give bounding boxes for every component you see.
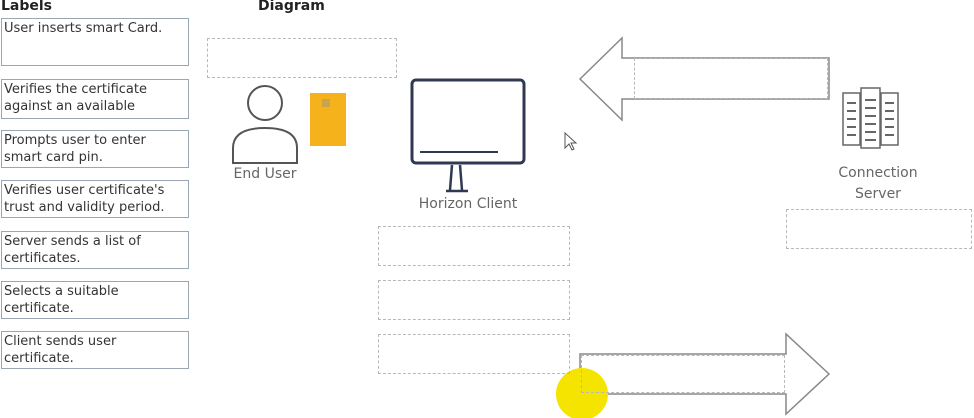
labels-heading: Labels [1,0,53,14]
drop-target-client-2[interactable] [378,280,570,320]
label-item[interactable]: Selects a suitable certificate. [1,281,189,319]
connection-server-label: Connection Server [838,165,918,202]
label-item[interactable]: Verifies user certificate's trust and va… [1,180,189,218]
label-item[interactable]: Server sends a list of certificates. [1,231,189,269]
monitor-icon [410,78,526,193]
label-item[interactable]: Client sends user certificate. [1,331,189,369]
label-item[interactable]: Verifies the certificate against an avai… [1,79,189,119]
right-arrow-icon [579,332,831,416]
mouse-cursor-icon [564,131,578,151]
drop-target-server-to-client-arrow[interactable] [634,58,828,99]
drop-target-client-to-server-arrow[interactable] [581,355,785,393]
drop-target-client-3[interactable] [378,334,570,374]
end-user-label: End User [233,166,297,182]
drop-target-client-1[interactable] [378,226,570,266]
smart-card-icon [310,93,346,146]
horizon-client-label: Horizon Client [418,196,518,212]
drop-target-connection-server[interactable] [786,209,972,249]
server-icon [842,87,899,149]
diagram-heading: Diagram [258,0,325,14]
label-item[interactable]: Prompts user to enter smart card pin. [1,130,189,168]
cursor-highlight-icon [556,368,608,418]
end-user-icon [232,85,298,164]
left-arrow-icon [578,36,830,122]
drop-target-end-user[interactable] [207,38,397,78]
label-item[interactable]: User inserts smart Card. [1,18,189,66]
